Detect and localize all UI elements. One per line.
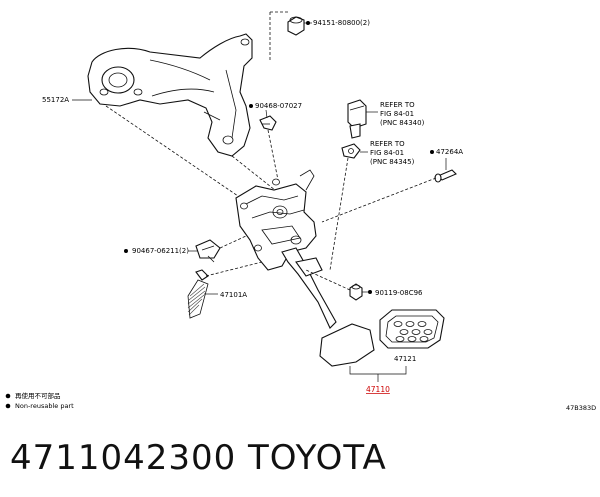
bolt-90119[interactable] xyxy=(349,283,363,301)
legend-dot-icon xyxy=(5,393,11,399)
refer-84340-line2[interactable]: FIG 84-01 xyxy=(380,110,414,118)
refer-84345-line2[interactable]: FIG 84-01 xyxy=(370,149,404,157)
label-94151[interactable]: 94151-80800(2) xyxy=(313,19,370,27)
switch-bracket[interactable] xyxy=(341,143,361,159)
label-47121[interactable]: 47121 xyxy=(394,355,416,363)
pedal-pad-47121[interactable] xyxy=(379,309,445,349)
spring-47101A[interactable] xyxy=(187,269,209,319)
part-number: 4711042300 xyxy=(10,438,237,478)
label-90468[interactable]: 90468-07027 xyxy=(255,102,302,110)
label-47264A[interactable]: 47264A xyxy=(436,148,463,156)
pedal-pad-base[interactable] xyxy=(319,323,375,367)
refer-84340-line3[interactable]: (PNC 84340) xyxy=(380,119,425,127)
brand-name: TOYOTA xyxy=(248,438,387,478)
refer-84345-line1[interactable]: REFER TO xyxy=(370,140,405,148)
label-55172A[interactable]: 55172A xyxy=(42,96,69,104)
clip-90467[interactable] xyxy=(195,239,221,263)
pin-47264A[interactable] xyxy=(434,169,457,183)
label-90467[interactable]: 90467-06211(2) xyxy=(132,247,189,255)
bracket-55172A[interactable] xyxy=(87,33,253,157)
non-reusable-marker xyxy=(306,21,310,25)
pedal-mount-bracket[interactable] xyxy=(235,169,317,271)
stop-lamp-switch[interactable] xyxy=(347,99,367,139)
refer-84345-line3[interactable]: (PNC 84345) xyxy=(370,158,415,166)
label-47110[interactable]: 47110 xyxy=(366,385,390,394)
refer-84340-line1[interactable]: REFER TO xyxy=(380,101,415,109)
legend-dot-icon xyxy=(5,403,11,409)
clip-90468[interactable] xyxy=(259,115,277,131)
label-90119[interactable]: 90119-08C96 xyxy=(375,289,423,297)
pedal-arm[interactable] xyxy=(281,247,337,329)
label-47101A[interactable]: 47101A xyxy=(220,291,247,299)
legend-en: Non-reusable part xyxy=(15,402,74,410)
diagram-code: 47B383D xyxy=(566,404,596,412)
parts-diagram: 94151-80800(2) 55172A 90468-07027 REFER … xyxy=(5,11,596,412)
nut-94151[interactable] xyxy=(287,16,305,36)
legend-jp: 再使用不可部品 xyxy=(15,391,61,400)
